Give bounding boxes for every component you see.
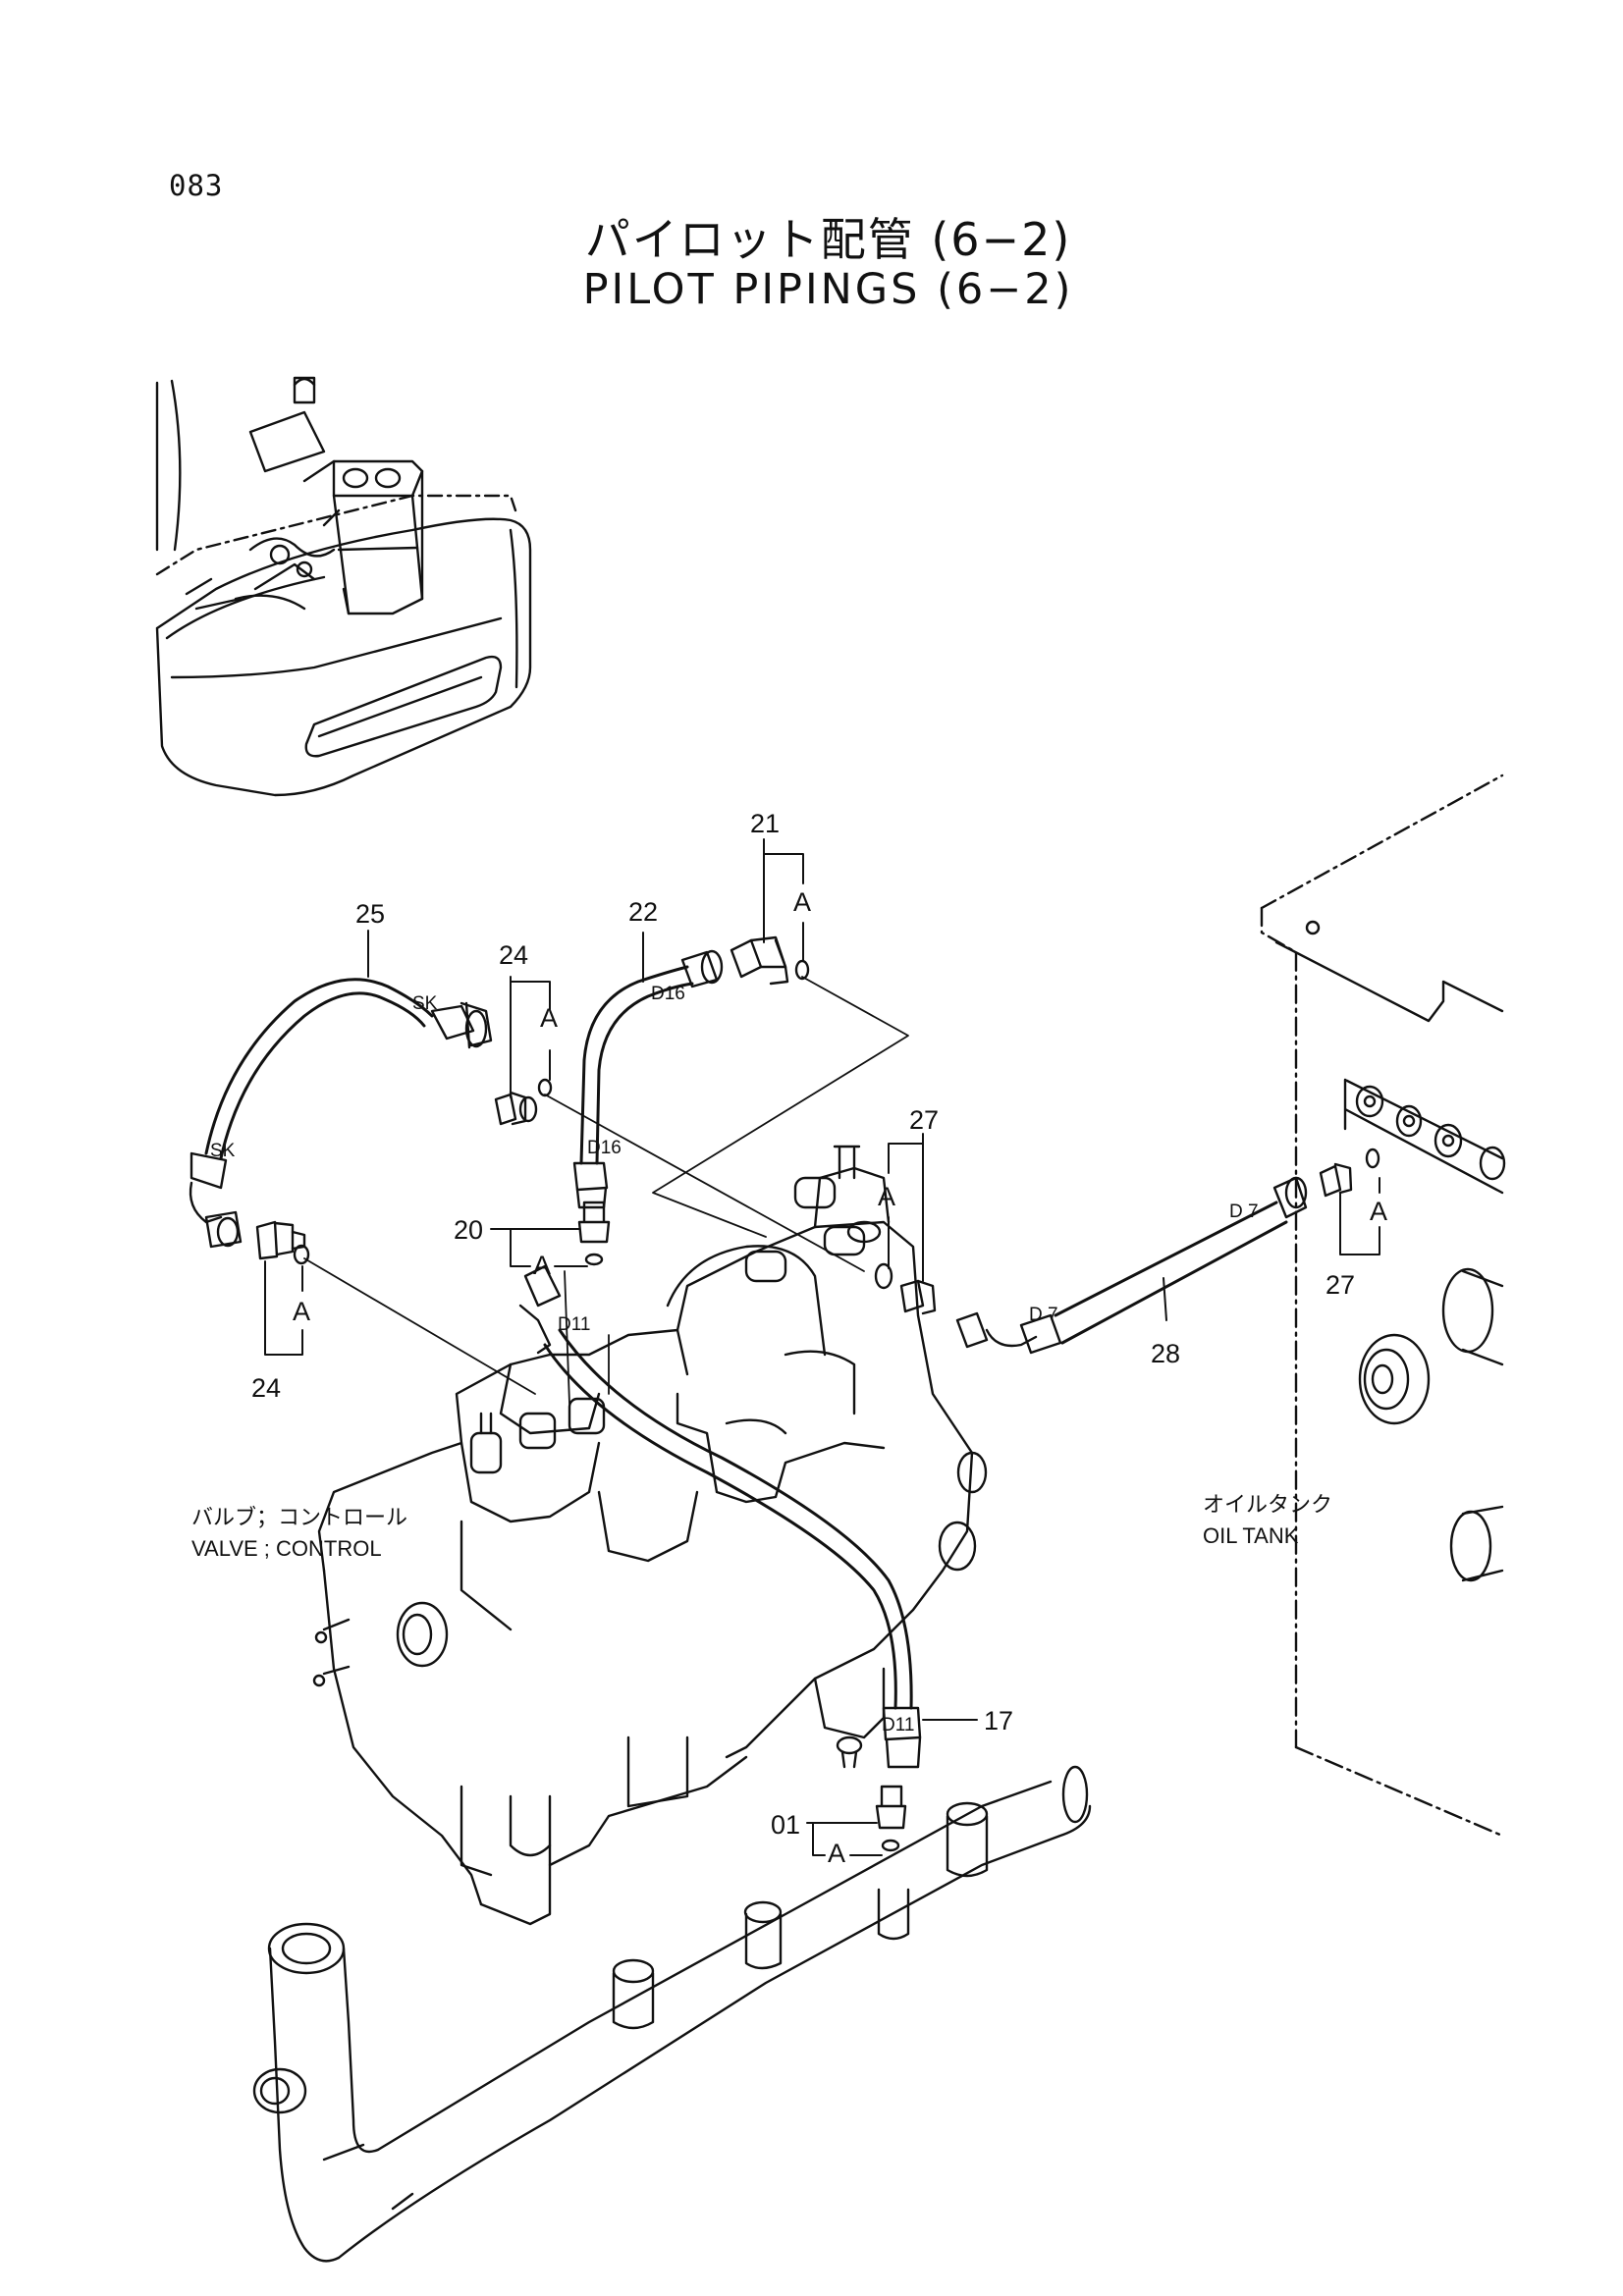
caption-tank-jp: オイルタンク xyxy=(1203,1492,1332,1517)
ref-a-24-lower: A xyxy=(293,1297,310,1326)
oil-tank xyxy=(1260,774,1506,1838)
callout-27-left: 27 xyxy=(909,1105,939,1135)
callout-28: 28 xyxy=(1151,1339,1180,1368)
machine-overview-inset xyxy=(155,376,532,797)
control-valve xyxy=(312,1145,988,1926)
page-title-japanese: パイロット配管 (6−2) xyxy=(584,213,1072,266)
callout-22: 22 xyxy=(628,897,658,927)
label-d7-lower: D 7 xyxy=(1029,1305,1058,1325)
ref-a-24-upper: A xyxy=(540,1003,558,1033)
hose-end-labels: SK SK D16 D16 D11 D11 D 7 D 7 xyxy=(210,984,1259,1735)
caption-valve-en: VALVE ; CONTROL xyxy=(191,1536,382,1561)
ref-a-27-left: A xyxy=(878,1182,895,1211)
ref-a-01: A xyxy=(828,1839,845,1868)
reference-marks: A A A A A A A xyxy=(293,887,1387,1868)
callout-17: 17 xyxy=(984,1706,1013,1735)
callout-25: 25 xyxy=(355,899,385,929)
label-sk-lower: SK xyxy=(210,1141,236,1161)
callout-numbers: 25 24 22 21 20 27 27 28 24 17 01 xyxy=(251,809,1355,1840)
adapter-24-lower xyxy=(255,1220,310,1265)
hose-17 xyxy=(518,1264,922,1769)
label-d16-upper: D16 xyxy=(651,984,685,1004)
ref-a-27-right: A xyxy=(1370,1197,1387,1226)
label-d11-upper: D11 xyxy=(558,1314,590,1335)
label-d11-lower: D11 xyxy=(882,1715,914,1735)
label-d7-upper: D 7 xyxy=(1229,1201,1259,1222)
adapter-27-left xyxy=(874,1262,937,1315)
callout-24-upper: 24 xyxy=(499,940,528,970)
callout-27-right: 27 xyxy=(1325,1270,1355,1300)
hose-28 xyxy=(955,1176,1308,1355)
ref-a-20: A xyxy=(533,1251,551,1280)
adapter-24-upper xyxy=(494,1078,553,1126)
callout-20: 20 xyxy=(454,1215,483,1245)
label-sk-upper: SK xyxy=(412,993,438,1014)
adapter-01 xyxy=(875,1785,907,1852)
page-number: 083 xyxy=(169,169,224,202)
leader-lines xyxy=(264,838,1380,1856)
callout-01: 01 xyxy=(771,1810,800,1840)
label-d16-lower: D16 xyxy=(587,1138,622,1158)
return-pipe-manifold xyxy=(252,1765,1092,2263)
page-title-english: PILOT PIPINGS (6−2) xyxy=(582,265,1074,314)
connection-lines xyxy=(303,976,909,1405)
ref-a-21: A xyxy=(793,887,811,917)
callout-21: 21 xyxy=(750,809,780,838)
elbow-21 xyxy=(730,935,810,986)
component-captions: バルブ；コントロール VALVE ; CONTROL オイルタンク OIL TA… xyxy=(191,1492,1332,1561)
adapter-27-right xyxy=(1319,1148,1380,1198)
caption-tank-en: OIL TANK xyxy=(1203,1523,1299,1548)
adapter-20 xyxy=(577,1201,611,1266)
hose-25 xyxy=(189,978,493,1249)
hose-22 xyxy=(572,949,724,1209)
caption-valve-jp: バルブ；コントロール xyxy=(191,1505,407,1529)
callout-24-lower: 24 xyxy=(251,1373,281,1403)
